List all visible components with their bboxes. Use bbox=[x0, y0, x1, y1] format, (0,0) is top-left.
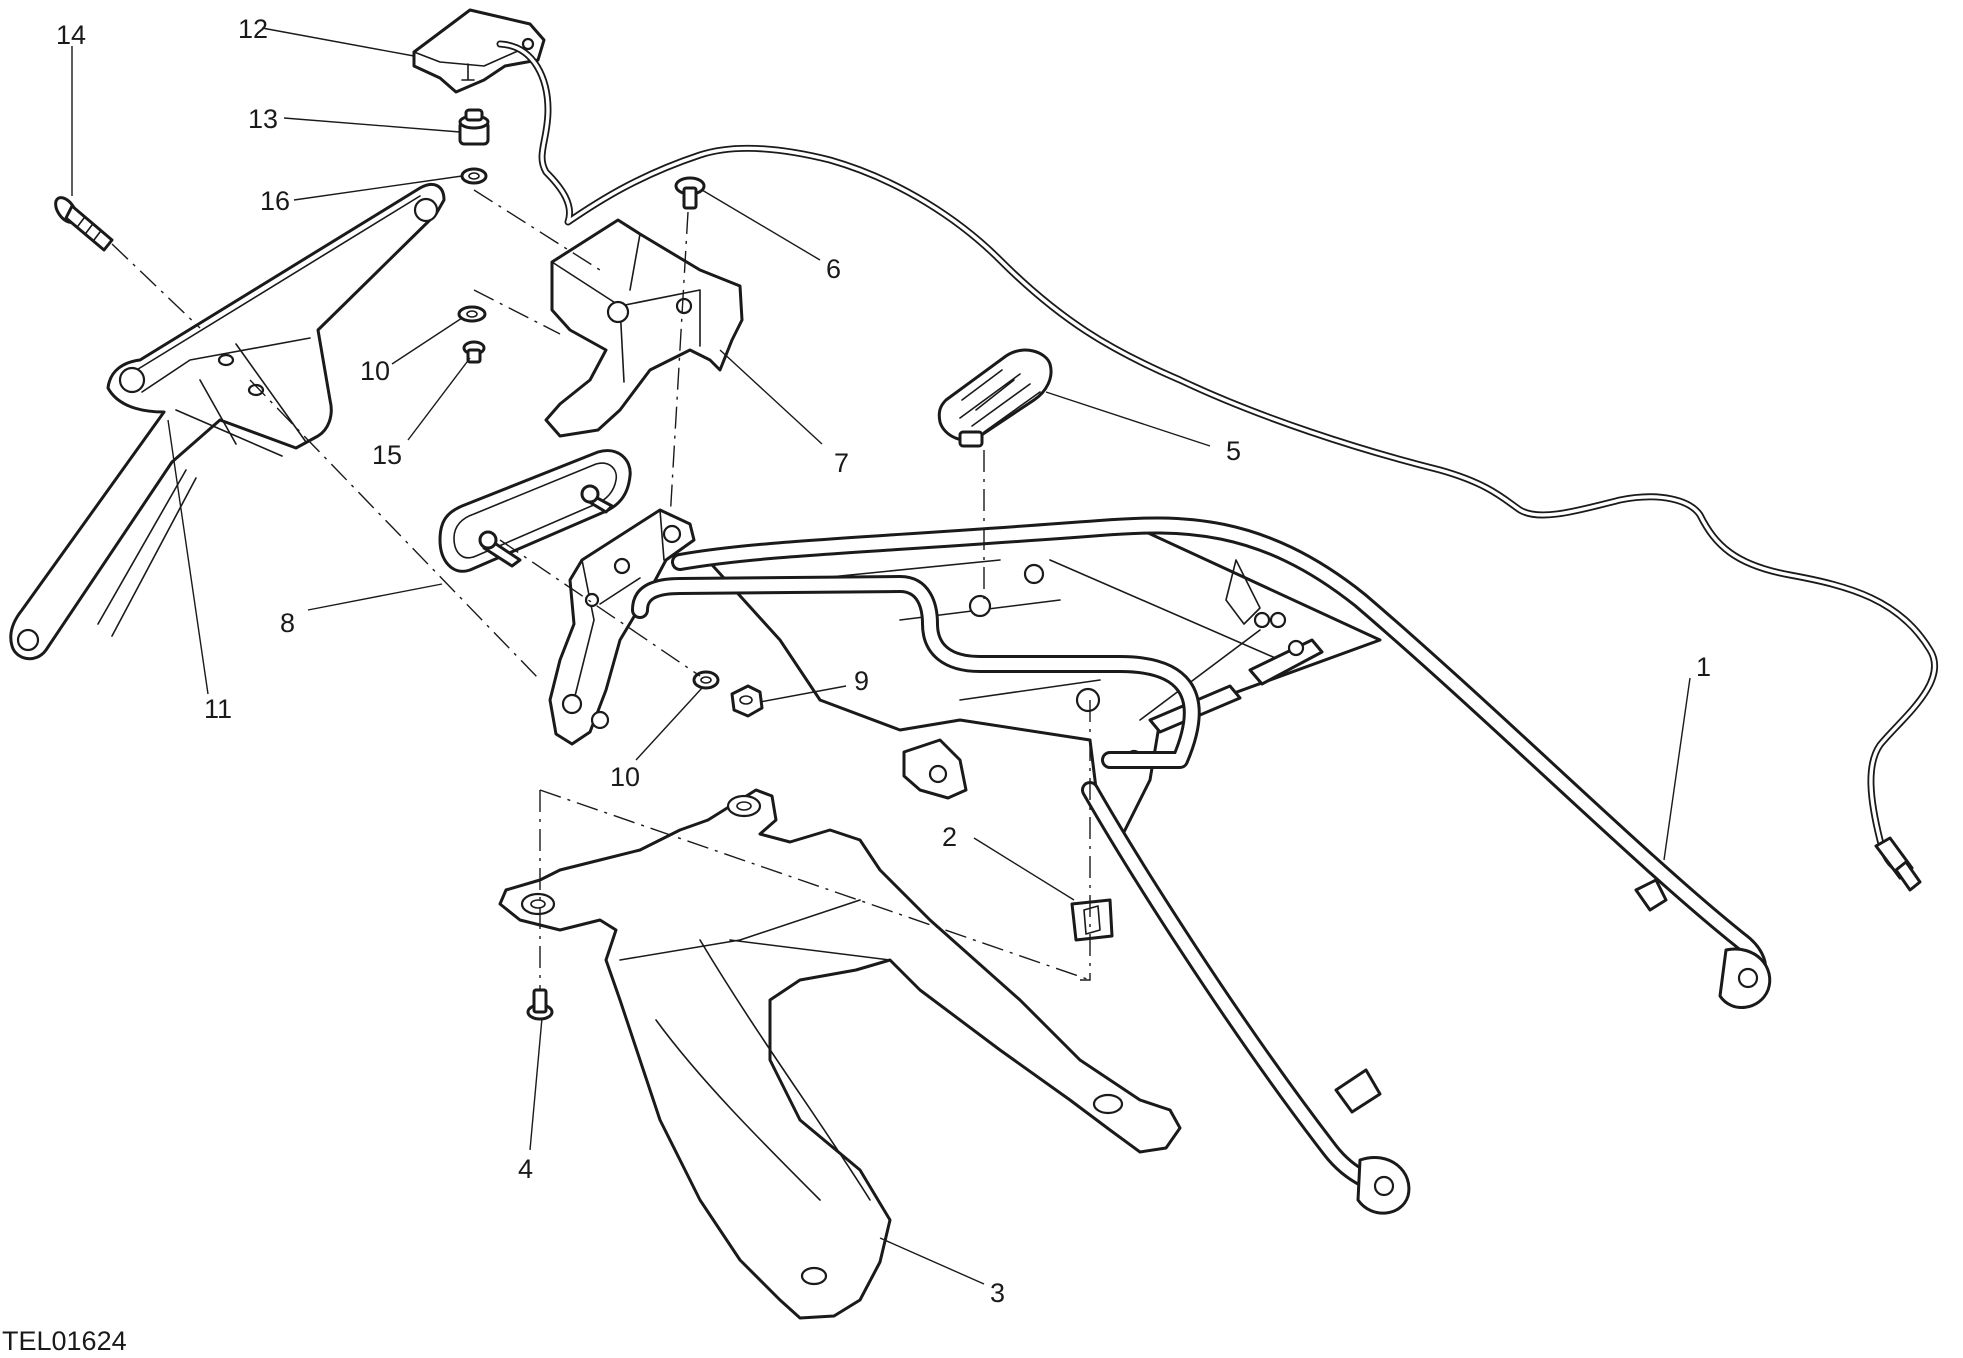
callout-2: 2 bbox=[942, 822, 957, 852]
plate-light-mount-bracket bbox=[548, 508, 696, 746]
callout-13: 13 bbox=[248, 104, 278, 134]
part-14-bolt bbox=[54, 196, 114, 252]
part-15-screw bbox=[462, 340, 486, 364]
part-16-washer bbox=[460, 167, 488, 185]
callout-7: 7 bbox=[834, 448, 849, 478]
part-6-screw bbox=[674, 176, 706, 210]
part-8-plate-light bbox=[438, 449, 632, 573]
callout-9: 9 bbox=[854, 666, 869, 696]
callout-12: 12 bbox=[238, 14, 268, 44]
callout-14: 14 bbox=[56, 20, 86, 50]
part-13-spacer bbox=[458, 108, 490, 146]
callout-15: 15 bbox=[372, 440, 402, 470]
callout-4: 4 bbox=[518, 1154, 533, 1184]
wiring-cable bbox=[496, 40, 1939, 892]
callout-6: 6 bbox=[826, 254, 841, 284]
callout-3: 3 bbox=[990, 1278, 1005, 1308]
callout-10-lower: 10 bbox=[610, 762, 640, 792]
assembly-axis-lines bbox=[111, 189, 1091, 990]
callout-11: 11 bbox=[204, 694, 232, 724]
part-10-washer-upper bbox=[457, 305, 487, 323]
leader-lines bbox=[71, 27, 1691, 1285]
callout-16: 16 bbox=[260, 186, 290, 216]
part-4-screw bbox=[526, 988, 554, 1021]
part-2-clip-nut bbox=[1070, 898, 1114, 942]
part-1-rear-frame bbox=[631, 516, 1772, 1215]
part-9-nut bbox=[730, 684, 764, 718]
part-12-light-housing bbox=[412, 8, 546, 94]
drawing-reference: TEL01624 bbox=[2, 1326, 127, 1356]
callout-5: 5 bbox=[1226, 436, 1241, 466]
callout-labels: 12 13 16 14 10 15 6 7 5 8 11 9 10 2 1 4 … bbox=[56, 14, 1711, 1308]
callout-1: 1 bbox=[1696, 652, 1711, 682]
callout-8: 8 bbox=[280, 608, 295, 638]
part-7-bracket bbox=[544, 218, 744, 438]
part-11-plate-holder-arm bbox=[9, 183, 446, 661]
part-5-rubber-pad bbox=[937, 348, 1053, 448]
part-3-splash-guard bbox=[498, 788, 1182, 1320]
callout-10-upper: 10 bbox=[360, 356, 390, 386]
